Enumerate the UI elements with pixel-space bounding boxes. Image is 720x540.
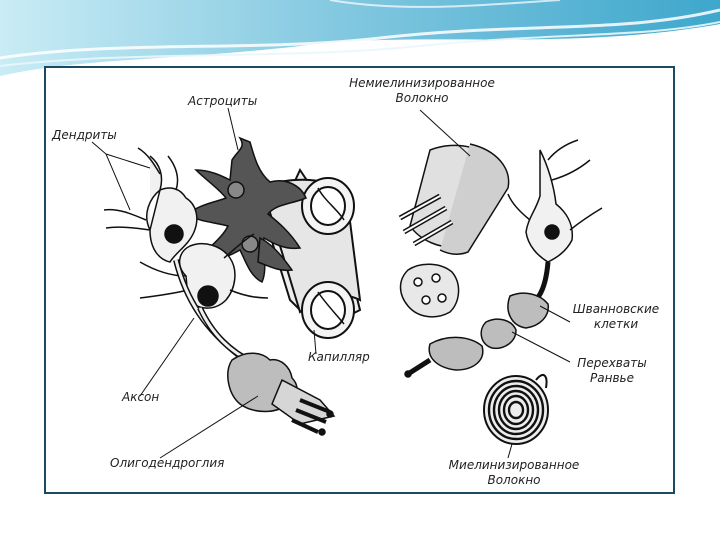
neurons <box>103 147 269 367</box>
label-unmyelinated-line2: Волокно <box>395 91 449 105</box>
label-unmyelinated-line1: Немиелинизированное <box>349 76 495 90</box>
label-myelinated-line1: Миелинизированное <box>448 458 580 472</box>
label-ranvier-nodes: Перехваты Ранвье <box>566 356 658 386</box>
label-schwann-line2: клетки <box>593 317 639 331</box>
label-myelinated-line2: Волокно <box>487 473 541 487</box>
label-unmyelinated-fiber: Немиелинизированное Волокно <box>332 76 512 106</box>
label-schwann-line1: Шванновские <box>572 302 660 316</box>
capillary <box>260 167 362 339</box>
label-dendrites: Дендриты <box>52 128 117 142</box>
leader-lines <box>91 107 571 459</box>
label-oligodendroglia: Олигодендроглия <box>110 456 225 470</box>
schwann-neuron <box>404 139 603 378</box>
label-axon: Аксон <box>122 390 160 404</box>
myelinated-fiber-section <box>483 373 549 445</box>
diagram-frame <box>44 66 675 494</box>
astrocytes <box>186 136 307 284</box>
label-schwann-cells: Шванновские клетки <box>560 302 672 332</box>
label-ranvier-line2: Ранвье <box>590 371 634 385</box>
label-astrocytes: Астроциты <box>188 94 258 108</box>
unmyelinated-fiber <box>398 143 510 318</box>
slide-header-banner <box>0 0 720 76</box>
label-ranvier-line1: Перехваты <box>577 356 647 370</box>
label-myelinated-fiber: Миелинизированное Волокно <box>430 458 598 488</box>
oligodendroglia <box>227 352 336 436</box>
label-capillary: Капилляр <box>308 350 370 364</box>
